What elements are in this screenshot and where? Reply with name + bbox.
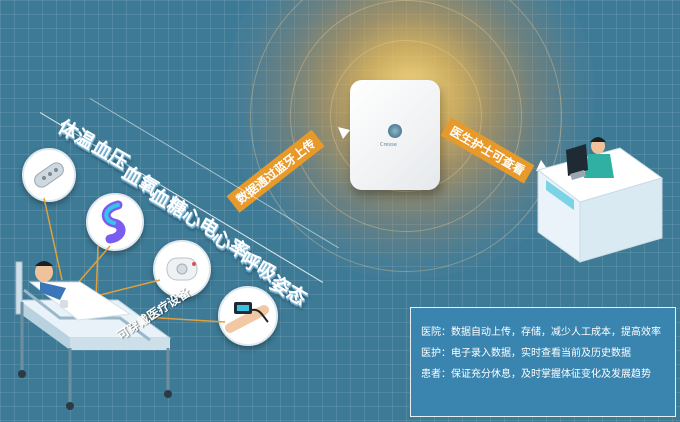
computer-monitor [566,144,588,180]
nurse [584,137,614,178]
gateway-logo-text: Cresse [380,142,397,148]
info-line-patient: 患者：保证充分休息，及时掌握体征变化及发展趋势 [421,369,651,380]
upload-arrow-head [338,127,350,139]
patient [28,261,132,321]
info-line-medical-staff: 医护：电子录入数据，实时查看当前及历史数据 [421,348,631,359]
gateway-logo-icon [388,124,402,138]
thermometer-patch-icon [22,148,76,202]
ecg-sensor-icon [153,240,211,298]
bed-frame [15,261,172,410]
info-line-hospital: 医院：数据自动上传，存储，减少人工成本，提高效率 [421,327,661,338]
bluetooth-gateway-device: Cresse [350,80,440,190]
wrist-pulse-oximeter-icon [218,286,278,346]
benefits-info-box: 医院：数据自动上传，存储，减少人工成本，提高效率 医护：电子录入数据，实时查看当… [410,307,676,417]
blood-oxygen-sensor-icon [86,193,144,251]
